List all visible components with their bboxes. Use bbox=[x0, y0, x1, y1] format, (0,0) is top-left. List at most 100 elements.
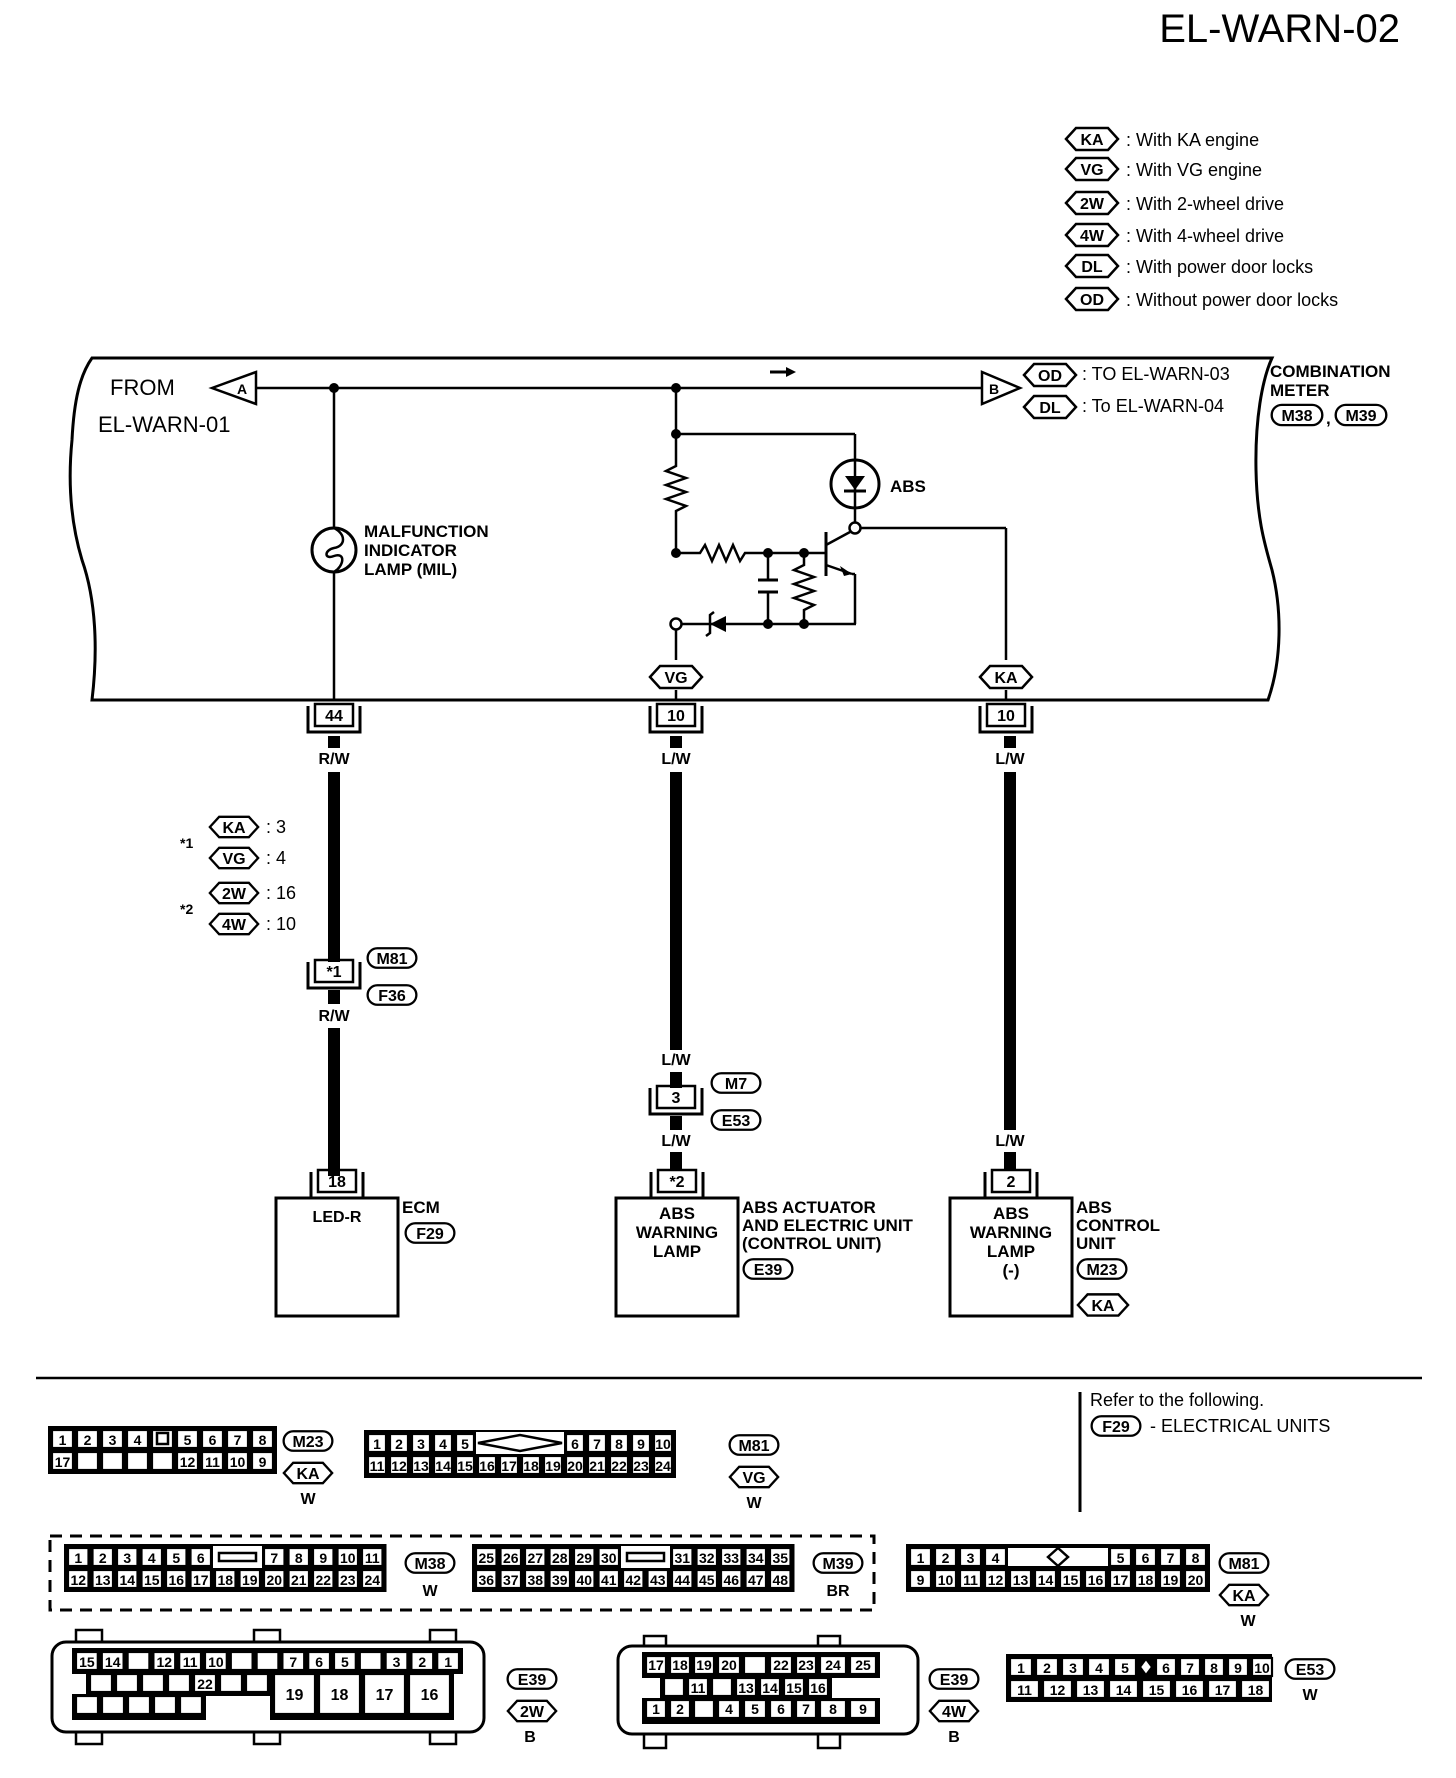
tag-text: 4W bbox=[1080, 228, 1105, 245]
terminal-cell bbox=[548, 1546, 572, 1568]
terminal-cell bbox=[91, 1568, 115, 1590]
terminal-cell bbox=[1008, 1678, 1041, 1700]
combination-meter-title-2: METER bbox=[1270, 381, 1330, 400]
terminal-cell bbox=[178, 1694, 204, 1716]
terminal-number: 28 bbox=[552, 1550, 568, 1566]
connector-m23-badge[interactable]: M23 bbox=[282, 1429, 334, 1453]
connector-m23-badge[interactable]: M23 bbox=[1076, 1257, 1128, 1281]
mil-label-3: LAMP (MIL) bbox=[364, 560, 457, 579]
wire-color-label: R/W bbox=[318, 1008, 350, 1025]
terminal-cell bbox=[695, 1546, 719, 1568]
terminal-cell bbox=[250, 1450, 275, 1472]
abs-control-connector-pin-2[interactable]: 2 bbox=[983, 1168, 1039, 1200]
terminal-cell bbox=[432, 1432, 454, 1454]
junction-dot bbox=[763, 619, 773, 629]
terminal-cell bbox=[782, 1676, 806, 1698]
terminal-cell bbox=[100, 1694, 126, 1716]
connector-e53-badge[interactable]: E53 bbox=[1284, 1657, 1336, 1681]
joint-connector-m7-e53[interactable]: 3 bbox=[648, 1084, 704, 1116]
connector-m81-badge[interactable]: M81 bbox=[366, 946, 418, 970]
svg-text:B: B bbox=[989, 381, 999, 397]
terminal-number: 16 bbox=[1088, 1572, 1104, 1588]
meter-connector-pin-10-ka[interactable]: 10 bbox=[978, 702, 1034, 734]
terminal-number: 11 bbox=[370, 1458, 385, 1474]
terminal-cell bbox=[1074, 1678, 1107, 1700]
terminal-number: 34 bbox=[748, 1550, 764, 1566]
svg-text:M23: M23 bbox=[1086, 1262, 1117, 1279]
abs-control-unit-box[interactable] bbox=[948, 1196, 1074, 1318]
abs-actuator-unit-box[interactable] bbox=[614, 1196, 740, 1318]
from-page-label: EL-WARN-01 bbox=[98, 412, 230, 437]
terminal-cell bbox=[768, 1568, 792, 1590]
to-el-warn-03-label[interactable]: : TO EL-WARN-03 bbox=[1082, 364, 1230, 384]
meter-connector-pin-44[interactable]: 44 bbox=[306, 702, 362, 734]
terminal-cell bbox=[1008, 1568, 1033, 1590]
connector-a-icon[interactable]: A bbox=[208, 370, 258, 406]
connector-e39-badge[interactable]: E39 bbox=[506, 1667, 558, 1691]
connector-e53-badge[interactable]: E53 bbox=[710, 1108, 762, 1132]
terminal-number: 6 bbox=[209, 1432, 217, 1448]
terminal-cell bbox=[175, 1428, 200, 1450]
terminal-cell bbox=[608, 1432, 630, 1454]
connector-b-icon[interactable]: B bbox=[980, 370, 1024, 406]
terminal-number: 18 bbox=[1138, 1572, 1154, 1588]
terminal-number: 16 bbox=[168, 1572, 184, 1588]
connector-m38-badge[interactable]: M38 bbox=[1270, 403, 1324, 427]
terminal-cell bbox=[1183, 1546, 1208, 1568]
terminal-cell bbox=[100, 1450, 125, 1472]
connector-f29-badge[interactable]: F29 bbox=[404, 1221, 456, 1245]
to-el-warn-04-label[interactable]: : To EL-WARN-04 bbox=[1082, 396, 1224, 416]
connector-color: W bbox=[1302, 1687, 1318, 1704]
terminal-cell bbox=[262, 1568, 286, 1590]
terminal-cell bbox=[410, 1454, 432, 1476]
terminal-cell bbox=[317, 1672, 362, 1716]
terminal-number: 21 bbox=[589, 1458, 605, 1474]
terminal-cell bbox=[100, 1650, 125, 1672]
terminal-cell bbox=[668, 1698, 692, 1720]
connector-m81-badge[interactable]: M81 bbox=[728, 1433, 780, 1457]
svg-text:F36: F36 bbox=[378, 988, 406, 1005]
connector-e39-badge[interactable]: E39 bbox=[928, 1667, 980, 1691]
terminal-number: 7 bbox=[1186, 1660, 1194, 1676]
badge-text: M38 bbox=[414, 1556, 445, 1573]
terminal-number: 16 bbox=[1182, 1682, 1198, 1698]
svg-text:OD: OD bbox=[1038, 368, 1062, 385]
terminal-cell bbox=[225, 1428, 250, 1450]
connector-m7-badge[interactable]: M7 bbox=[710, 1071, 762, 1095]
terminal-number: 2 bbox=[418, 1654, 426, 1670]
terminal-number: 40 bbox=[576, 1572, 592, 1588]
terminal-cell bbox=[848, 1698, 878, 1720]
connector-m38-badge[interactable]: M38 bbox=[404, 1551, 456, 1575]
terminal-number: 14 bbox=[762, 1680, 778, 1696]
legend-text: : With 2-wheel drive bbox=[1126, 194, 1284, 214]
abs-actuator-connector-pin[interactable]: *2 bbox=[649, 1168, 705, 1200]
ecm-unit-box[interactable] bbox=[274, 1196, 400, 1318]
connector-f29-badge[interactable]: F29 bbox=[1090, 1414, 1142, 1438]
vg-tag: VG bbox=[728, 1465, 780, 1489]
terminal-icon bbox=[848, 521, 862, 535]
connector-m39-badge[interactable]: M39 bbox=[812, 1551, 864, 1575]
refer-text: Refer to the following. bbox=[1090, 1390, 1264, 1410]
tag-text: VG bbox=[222, 851, 245, 868]
terminal-cell bbox=[499, 1568, 523, 1590]
terminal-cell bbox=[1158, 1546, 1183, 1568]
meter-connector-pin-10-vg[interactable]: 10 bbox=[648, 702, 704, 734]
legend-item: DL: With power door locks bbox=[1064, 253, 1313, 279]
terminal-cell bbox=[958, 1568, 983, 1590]
terminal-cell bbox=[166, 1672, 192, 1694]
joint-connector-m81-f36[interactable]: *1 bbox=[306, 958, 362, 990]
connector-f36-badge[interactable]: F36 bbox=[366, 983, 418, 1007]
ecm-connector-pin-18[interactable]: 18 bbox=[309, 1168, 365, 1200]
connector-m81-badge[interactable]: M81 bbox=[1218, 1551, 1270, 1575]
connector-m39-badge[interactable]: M39 bbox=[1334, 403, 1388, 427]
connector-e39-badge[interactable]: E39 bbox=[742, 1257, 794, 1281]
